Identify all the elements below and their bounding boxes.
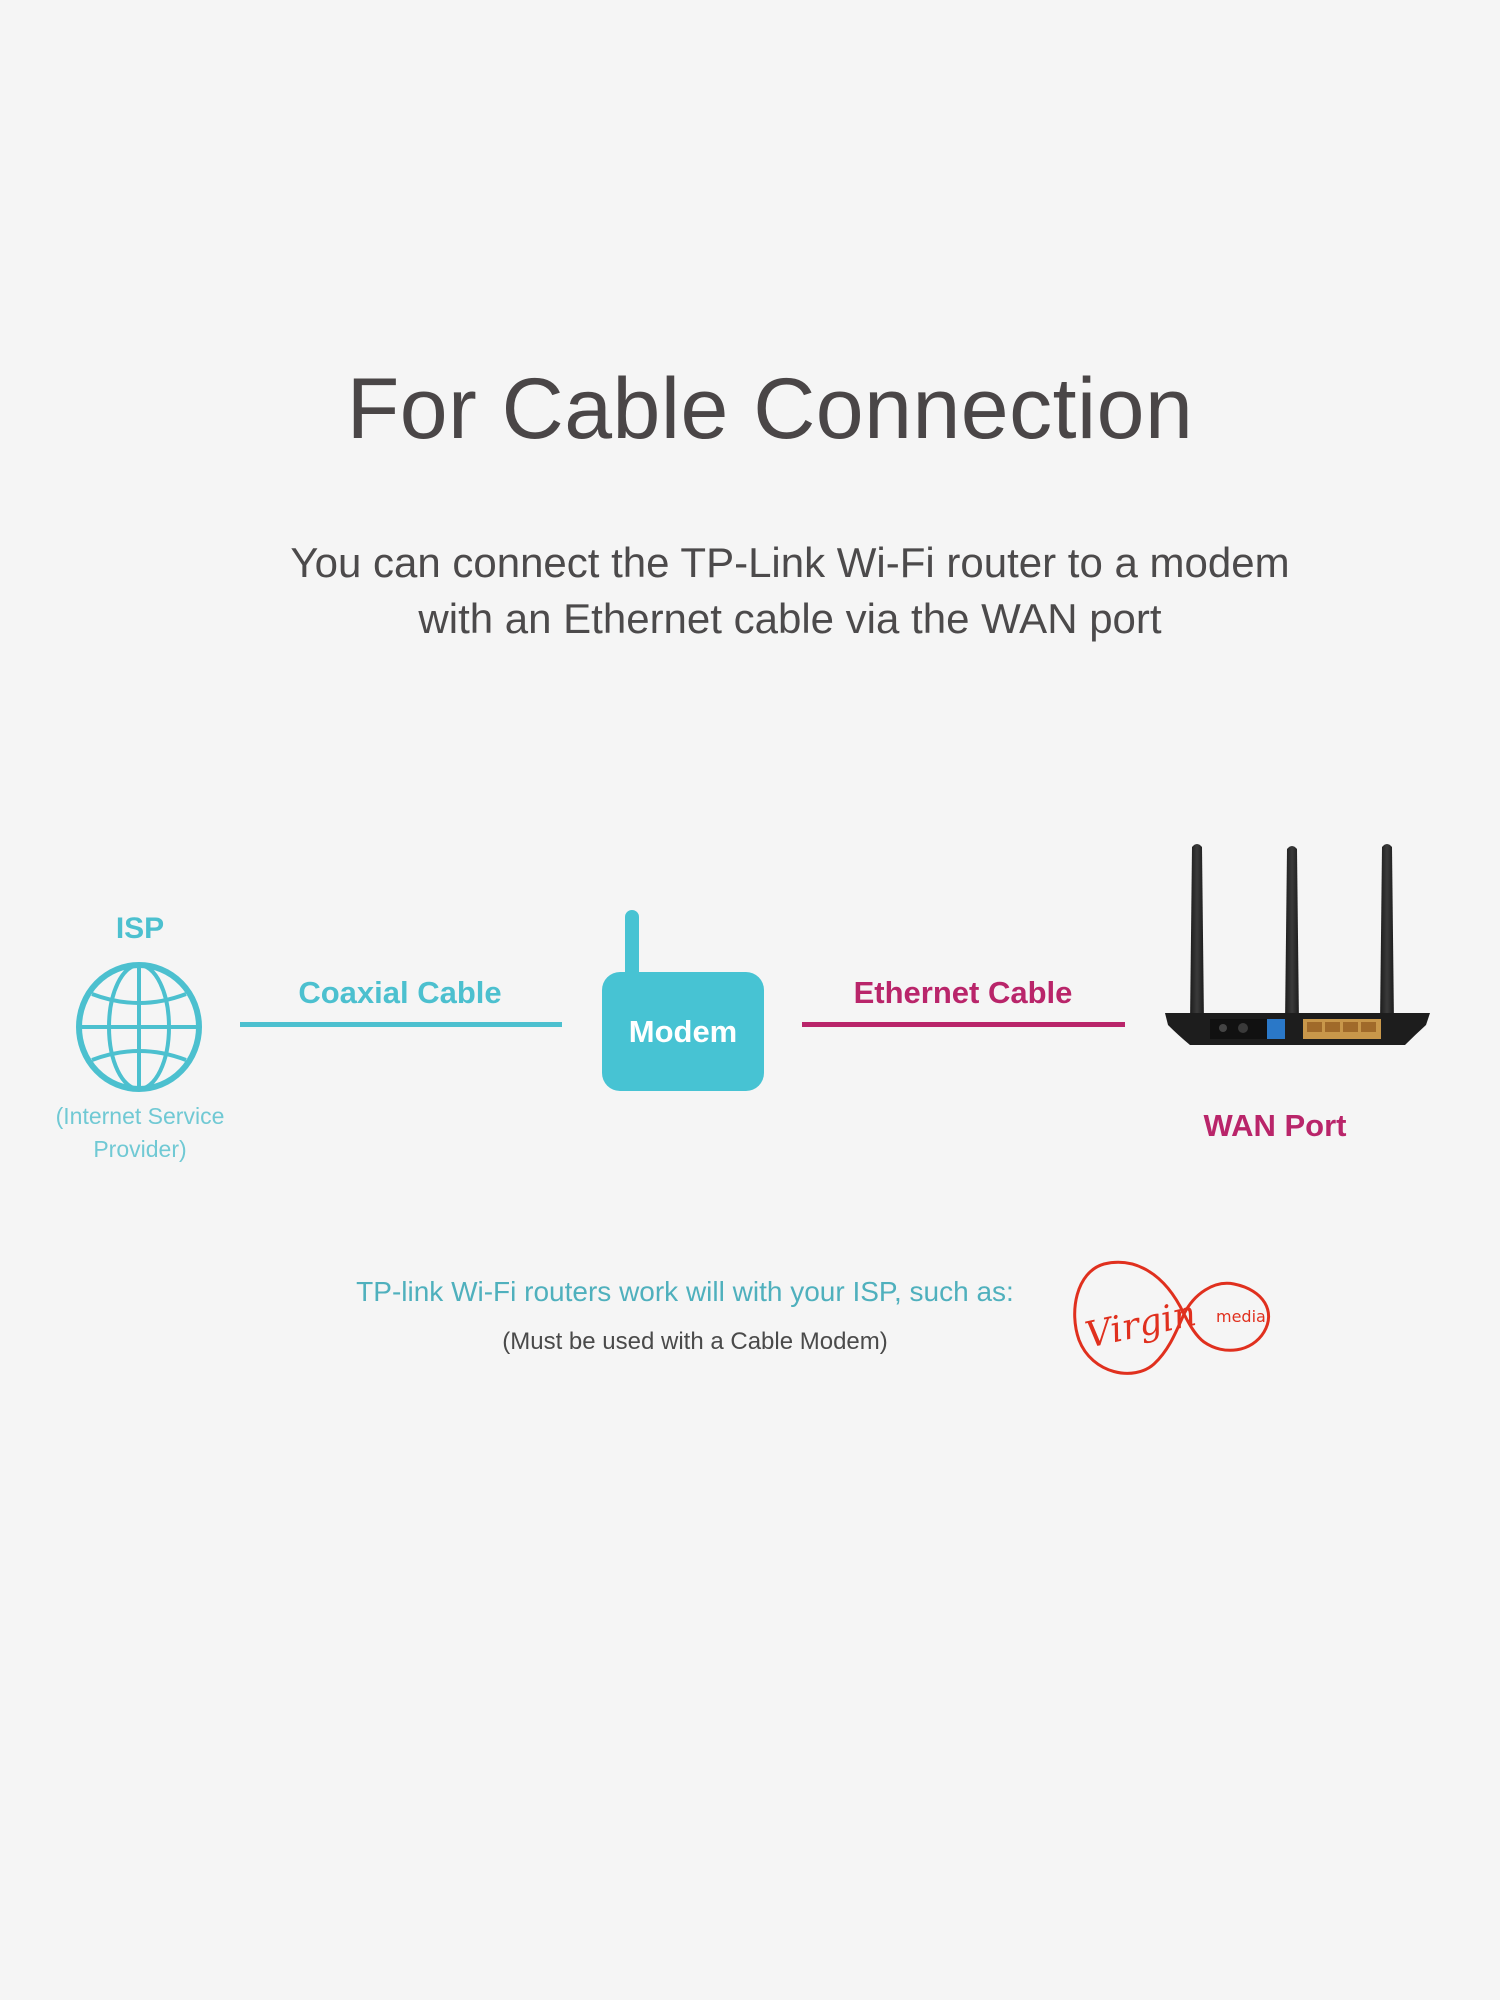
modem-label: Modem	[628, 1013, 738, 1049]
router-icon	[1165, 844, 1430, 1045]
ethernet-cable-line	[802, 1022, 1125, 1027]
wan-port-label: WAN Port	[1203, 1108, 1347, 1143]
svg-text:Virgin: Virgin	[1082, 1293, 1200, 1356]
page-subtitle: You can connect the TP-Link Wi-Fi router…	[0, 535, 1500, 647]
isp-label: ISP	[115, 912, 165, 945]
virgin-media-logo: Virgin media	[1073, 1260, 1271, 1375]
page-title: For Cable Connection	[346, 361, 1194, 457]
modem-icon: Modem	[602, 972, 764, 1091]
svg-text:media: media	[1216, 1307, 1266, 1326]
coaxial-cable-label: Coaxial Cable	[298, 975, 502, 1010]
modem-antenna-icon	[625, 910, 639, 982]
ethernet-cable-label: Ethernet Cable	[853, 975, 1073, 1010]
isp-sublabel: (Internet Service Provider)	[55, 1103, 225, 1162]
subtitle-line-2: with an Ethernet cable via the WAN port	[418, 595, 1162, 642]
cable-modem-note: (Must be used with a Cable Modem)	[502, 1328, 888, 1355]
coaxial-cable-line	[240, 1022, 562, 1027]
isp-compat-note: TP-link Wi-Fi routers work will with you…	[356, 1276, 1014, 1307]
subtitle-line-1: You can connect the TP-Link Wi-Fi router…	[290, 539, 1290, 586]
globe-icon	[76, 962, 202, 1092]
